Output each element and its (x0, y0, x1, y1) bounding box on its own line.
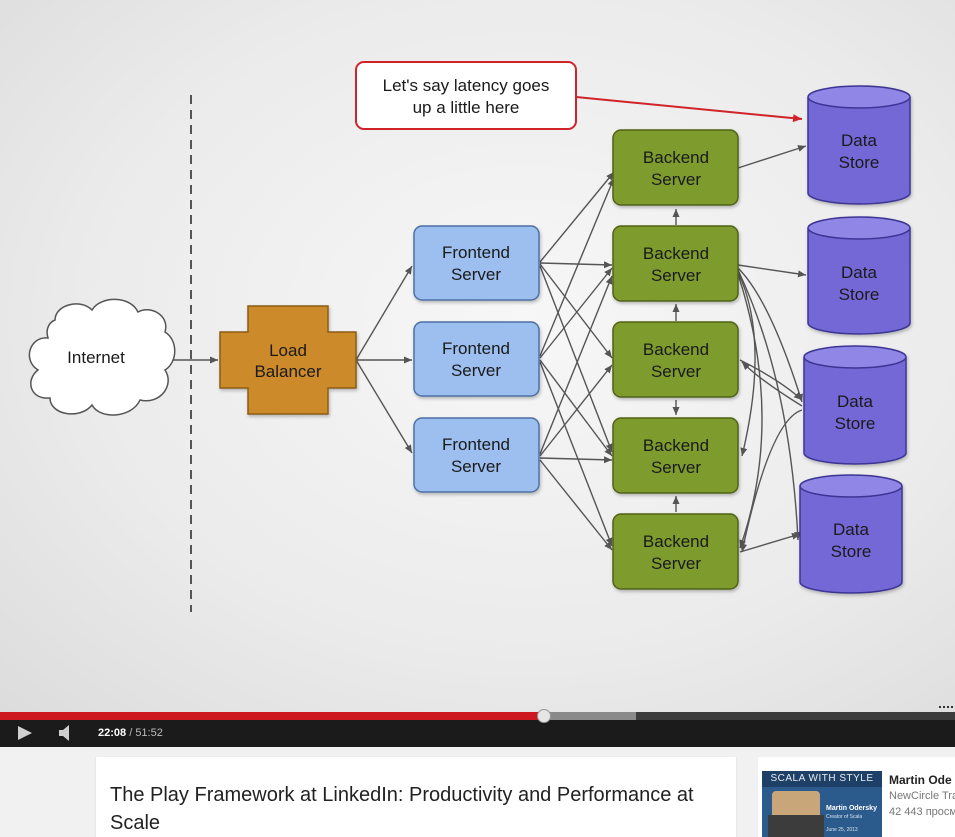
play-icon[interactable] (18, 726, 32, 740)
video-controls: 22:08 / 51:52 (0, 706, 955, 747)
load-balancer (219, 305, 357, 415)
data-store-label: Store (831, 542, 872, 561)
backend-server (612, 321, 739, 398)
suggested-video-title[interactable]: Martin Ode (889, 773, 952, 787)
data-store-label: Data (841, 263, 877, 282)
frontend-server (413, 225, 540, 301)
internet-label: Internet (67, 348, 125, 367)
internet-cloud: Internet (28, 298, 176, 416)
volume-icon[interactable] (58, 724, 74, 742)
suggested-video-thumbnail[interactable]: SCALA WITH STYLE Martin Odersky Creator … (762, 771, 882, 837)
connectors (172, 145, 807, 553)
backend-label: Backend (643, 532, 709, 551)
callout-line-1: Let's say latency goes (383, 76, 550, 95)
backend-server (612, 513, 739, 590)
backend-label: Backend (643, 340, 709, 359)
thumbnail-banner: SCALA WITH STYLE (762, 771, 882, 787)
callout-line-2: up a little here (413, 98, 520, 117)
data-store (807, 216, 911, 335)
backend-server (612, 129, 739, 206)
corner-dots-icon (939, 706, 953, 714)
data-store-label: Store (839, 285, 880, 304)
frontend-label: Server (451, 265, 501, 284)
backend-server (612, 417, 739, 494)
data-store (807, 85, 911, 205)
frontend-label: Server (451, 457, 501, 476)
title-card: The Play Framework at LinkedIn: Producti… (96, 757, 736, 837)
below-player: The Play Framework at LinkedIn: Producti… (0, 747, 955, 837)
backend-label: Backend (643, 436, 709, 455)
backend-label: Server (651, 170, 701, 189)
data-store (799, 474, 903, 594)
load-balancer-label-1: Load (269, 341, 307, 360)
backend-label: Server (651, 554, 701, 573)
video-title: The Play Framework at LinkedIn: Producti… (110, 784, 694, 834)
callout-arrow (575, 96, 803, 123)
time-separator: / (126, 727, 136, 739)
frontend-server (413, 417, 540, 493)
duration: 51:52 (135, 727, 163, 739)
current-time: 22:08 (98, 727, 127, 739)
thumbnail-name: Martin Odersky (826, 805, 877, 812)
backend-label: Backend (643, 244, 709, 263)
backend-server (612, 225, 739, 302)
data-store (803, 345, 907, 465)
thumbnail-date: June 25, 2013 (826, 827, 858, 833)
data-store-label: Data (833, 520, 869, 539)
frontend-label: Frontend (442, 435, 510, 454)
frontend-server (413, 321, 540, 397)
presenter-shirt (768, 815, 824, 837)
thumbnail-role: Creator of Scala (826, 814, 863, 820)
backend-label: Server (651, 266, 701, 285)
frontend-label: Frontend (442, 243, 510, 262)
frontend-label: Server (451, 361, 501, 380)
played-bar (0, 712, 545, 720)
backend-label: Server (651, 458, 701, 477)
data-store-label: Store (835, 414, 876, 433)
data-store-label: Data (837, 392, 873, 411)
backend-label: Backend (643, 148, 709, 167)
architecture-diagram: Let's say latency goes up a little here … (28, 61, 911, 612)
suggested-video-views: 42 443 просм (889, 806, 955, 818)
backend-label: Server (651, 362, 701, 381)
data-store-label: Store (839, 153, 880, 172)
video-frame[interactable]: Let's say latency goes up a little here … (0, 0, 955, 712)
load-balancer-label-2: Balancer (254, 362, 321, 381)
suggested-video-channel: NewCircle Tra (889, 790, 955, 802)
suggested-video[interactable]: SCALA WITH STYLE Martin Odersky Creator … (758, 757, 955, 837)
progress-bar[interactable] (0, 709, 955, 723)
data-store-label: Data (841, 131, 877, 150)
frontend-label: Frontend (442, 339, 510, 358)
scrubber-handle[interactable] (537, 709, 552, 723)
latency-callout: Let's say latency goes up a little here (355, 61, 577, 130)
time-readout: 22:08 / 51:52 (98, 727, 163, 739)
